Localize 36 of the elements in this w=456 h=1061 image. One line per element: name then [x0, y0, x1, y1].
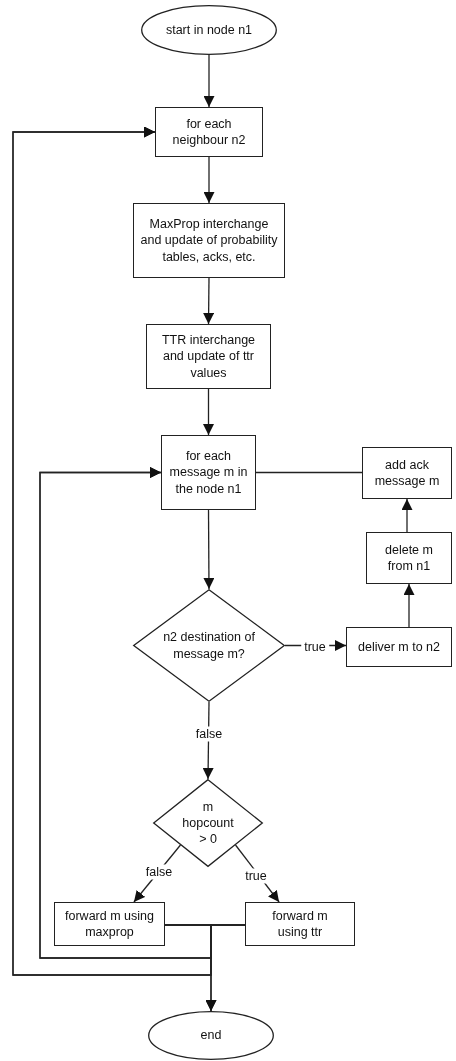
- node-text: MaxProp interchange and update of probability tables, acks, etc.: [139, 216, 279, 265]
- node-text: TTR interchange and update of ttr values: [160, 332, 257, 381]
- node-text: delete m from n1: [384, 541, 434, 575]
- node-text: for each neighbour n2: [171, 115, 247, 149]
- arrow: [401, 498, 413, 533]
- node-text: deliver m to n2: [357, 638, 441, 656]
- process-box: [161, 435, 256, 510]
- decision-diamond: [153, 779, 263, 867]
- node-text: end: [199, 1027, 223, 1044]
- terminal-ellipse: [148, 1011, 274, 1060]
- arrow: [203, 156, 215, 204]
- arrow: [203, 54, 215, 108]
- decision-diamond: [133, 589, 285, 702]
- process-box: [133, 203, 285, 278]
- arrow: [203, 509, 215, 590]
- process-box: [54, 902, 165, 946]
- process-box: [366, 532, 452, 584]
- arrow: [203, 388, 214, 436]
- node-text: start in node n1: [164, 21, 254, 39]
- process-box: [362, 447, 452, 499]
- connector-line: [255, 471, 363, 474]
- process-box: [155, 107, 263, 157]
- process-box: [346, 627, 452, 667]
- node-text: add ack message m: [373, 456, 441, 490]
- terminal-ellipse: [141, 5, 277, 55]
- node-text: forward m using maxprop: [64, 907, 155, 941]
- node-text: m hopcount > 0: [181, 798, 235, 848]
- arrow: [203, 277, 215, 325]
- process-box: [245, 902, 355, 946]
- arrow: [403, 583, 415, 628]
- edge-label: true: [242, 868, 270, 884]
- node-text: n2 destination of message m?: [162, 629, 256, 662]
- node-text: for each message m in the node n1: [168, 448, 249, 497]
- arrow: [205, 924, 246, 1012]
- node-text: forward m using ttr: [271, 907, 329, 941]
- process-box: [146, 324, 271, 389]
